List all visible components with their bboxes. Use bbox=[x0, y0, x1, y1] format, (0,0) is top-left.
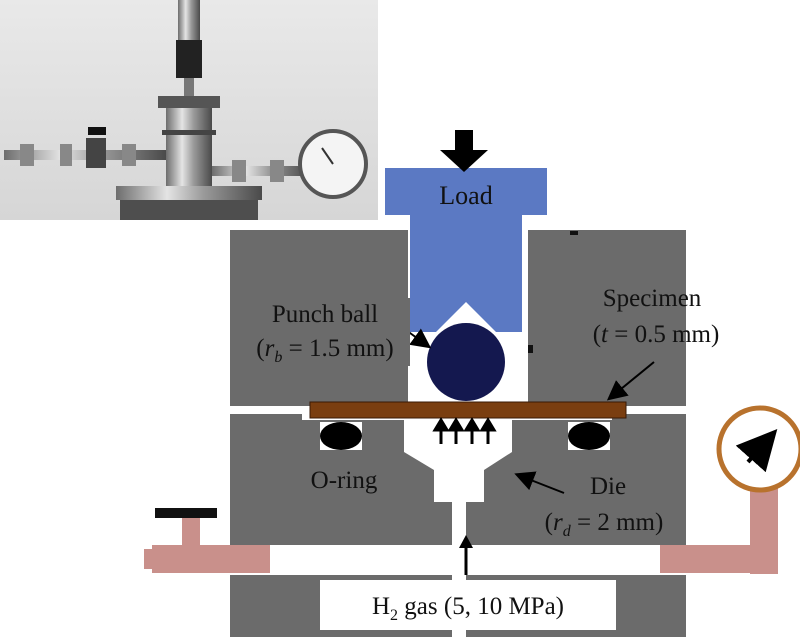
specimen-label: Specimen bbox=[603, 285, 702, 312]
punch-ball-label: Punch ball bbox=[272, 301, 378, 328]
upper-right-block bbox=[528, 230, 686, 406]
gas-inlet-arrow-icon bbox=[459, 535, 473, 575]
load-label: Load bbox=[439, 181, 492, 210]
specimen-thickness: (t = 0.5 mm) bbox=[593, 321, 720, 348]
inlet-pipe-left bbox=[144, 518, 270, 573]
pressure-arrows-icon bbox=[432, 417, 497, 444]
gas-label: H2 gas (5, 10 MPa) bbox=[372, 593, 564, 624]
die-radius: (rd = 2 mm) bbox=[545, 509, 664, 540]
o-ring-label: O-ring bbox=[311, 467, 378, 494]
die-label: Die bbox=[590, 473, 626, 500]
punch-ball-radius: (rb = 1.5 mm) bbox=[256, 335, 393, 366]
punch bbox=[385, 168, 547, 332]
punch-ball bbox=[427, 323, 505, 401]
test-apparatus-photo bbox=[0, 0, 378, 220]
pressure-gauge-icon bbox=[716, 405, 800, 493]
load-arrow-icon bbox=[440, 130, 488, 172]
pipe-right bbox=[660, 480, 778, 574]
specimen-plate bbox=[309, 401, 627, 419]
gas-label-box bbox=[320, 580, 616, 630]
o-ring-icon bbox=[320, 422, 610, 450]
valve-handle-icon bbox=[155, 508, 217, 518]
